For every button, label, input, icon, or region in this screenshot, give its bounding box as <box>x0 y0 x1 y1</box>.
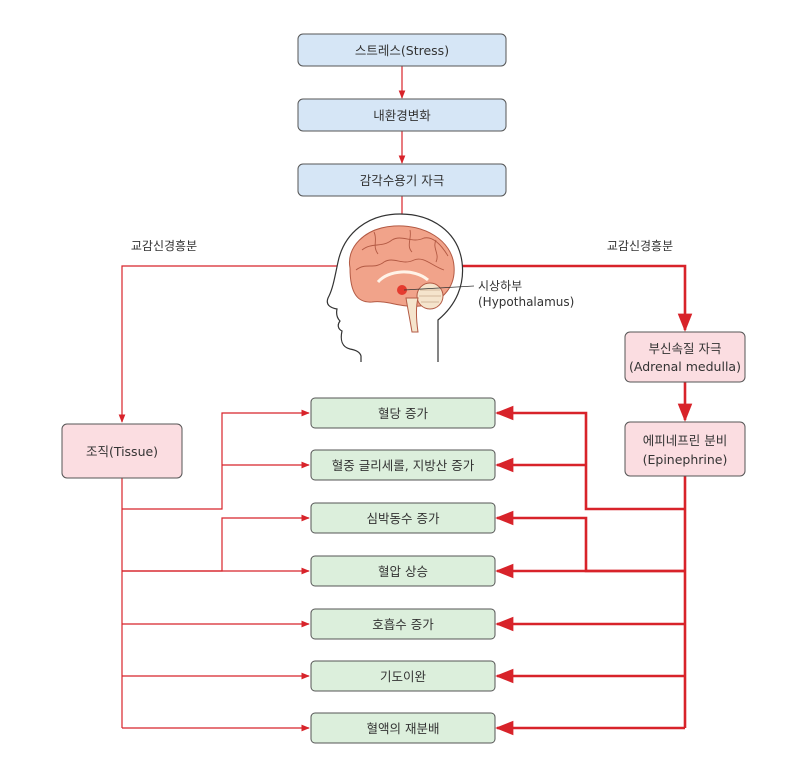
epinephrine-label-ko: 에피네프린 분비 <box>643 433 727 448</box>
effect-box-redistribution: 혈액의 재분배 <box>310 712 496 744</box>
adrenal-medulla-box: 부신속질 자극 (Adrenal medulla) <box>624 331 746 383</box>
effect-box-blood-pressure: 혈압 상승 <box>310 555 496 587</box>
effect-box-glycerol: 혈중 글리세롤, 지방산 증가 <box>310 449 496 481</box>
adrenal-label-ko: 부신속질 자극 <box>649 341 722 356</box>
effect-box-blood-sugar: 혈당 증가 <box>310 397 496 429</box>
arrow-brain-to-adrenal <box>458 264 693 332</box>
sensory-stimulus-label: 감각수용기 자극 <box>360 173 444 188</box>
effect-label: 혈중 글리세롤, 지방산 증가 <box>332 458 475 473</box>
epi-to-blood-sugar <box>495 405 685 511</box>
environment-change-label: 내환경변화 <box>373 108 431 123</box>
sensory-stimulus-box: 감각수용기 자극 <box>297 163 507 197</box>
effect-label: 혈당 증가 <box>378 406 428 421</box>
effect-label: 심박동수 증가 <box>367 511 440 526</box>
effect-label: 혈압 상승 <box>378 564 428 579</box>
effect-label: 호흡수 증가 <box>372 617 434 632</box>
hypothalamus-marker <box>397 285 407 295</box>
effect-label: 혈액의 재분배 <box>367 721 440 736</box>
stress-box-label: 스트레스(Stress) <box>355 43 449 58</box>
tissue-to-blood-sugar <box>122 409 310 510</box>
hypothalamus-pointer <box>403 285 475 291</box>
hypothalamus-label-en: (Hypothalamus) <box>478 295 574 309</box>
adrenal-label-en: (Adrenal medulla) <box>629 359 741 374</box>
environment-change-box: 내환경변화 <box>297 98 507 132</box>
epinephrine-box: 에피네프린 분비 (Epinephrine) <box>624 421 746 477</box>
tissue-to-heart-rate <box>122 514 310 572</box>
arrow-brain-to-tissue <box>118 265 338 423</box>
head-brain-illustration <box>326 213 475 362</box>
sympathetic-label-left: 교감신경흥분 <box>131 239 197 253</box>
effect-box-respiration: 호흡수 증가 <box>310 608 496 640</box>
brainstem-icon <box>405 297 419 333</box>
effect-box-bronchodilation: 기도이완 <box>310 660 496 692</box>
tissue-label: 조직(Tissue) <box>86 444 158 459</box>
connectors <box>118 66 693 736</box>
hypothalamus-label: 시상하부 <box>478 279 522 293</box>
tissue-box: 조직(Tissue) <box>61 423 183 479</box>
sympathetic-label-right: 교감신경흥분 <box>607 239 673 253</box>
stress-box: 스트레스(Stress) <box>297 33 507 67</box>
epi-to-heart-rate <box>495 510 685 573</box>
effect-box-heart-rate: 심박동수 증가 <box>310 502 496 534</box>
effect-label: 기도이완 <box>380 669 427 684</box>
epinephrine-label-en: (Epinephrine) <box>643 452 728 467</box>
